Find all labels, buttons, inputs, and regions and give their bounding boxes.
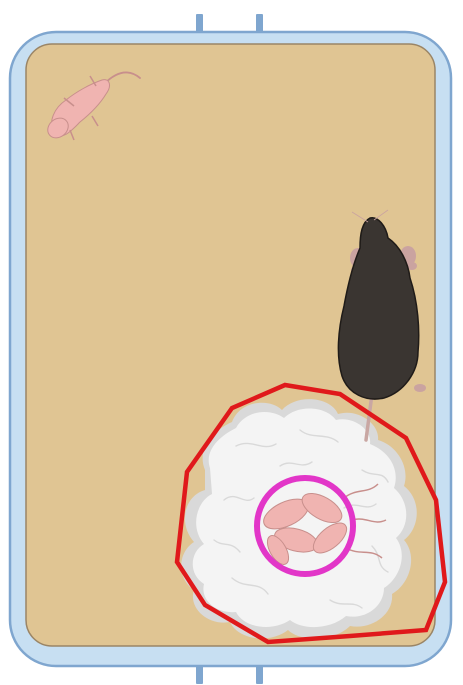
mouse-paw bbox=[414, 384, 426, 392]
cage-hook bbox=[196, 14, 203, 36]
dam-mouse bbox=[337, 209, 426, 442]
mouse-whisker bbox=[373, 209, 389, 221]
pup-cluster-region bbox=[254, 475, 356, 577]
nest-region bbox=[174, 382, 448, 645]
pup-tail bbox=[343, 483, 379, 499]
pup-limb bbox=[89, 75, 97, 87]
mouse-pup-icon bbox=[301, 492, 343, 524]
pup-limb bbox=[69, 129, 75, 141]
mouse-icon bbox=[337, 217, 420, 400]
mouse-pup-icon bbox=[266, 535, 290, 565]
pup-limb bbox=[63, 97, 75, 107]
pup-cluster bbox=[263, 483, 387, 565]
mouse-whisker bbox=[351, 211, 369, 223]
pup-head bbox=[47, 117, 69, 139]
pup-limb bbox=[91, 115, 99, 127]
mouse-paw bbox=[407, 262, 417, 270]
cage-hooks-top bbox=[196, 14, 263, 36]
stray-pup bbox=[47, 71, 141, 141]
cage-hook bbox=[256, 14, 263, 36]
mouse-pup-icon bbox=[312, 522, 348, 554]
